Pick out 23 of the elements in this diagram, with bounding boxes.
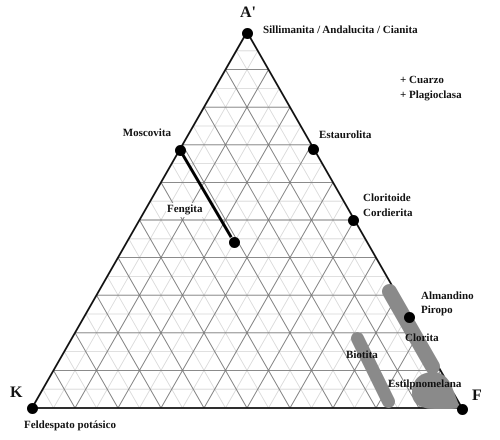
- vertex-label: A': [240, 3, 256, 23]
- mineral-label: Almandino: [421, 290, 474, 304]
- mineral-label: Estaurolita: [319, 129, 372, 143]
- vertex-label: K: [10, 383, 22, 403]
- mineral-label: Biotita: [346, 349, 379, 363]
- mineral-label: Feldespato potásico: [24, 419, 116, 433]
- point-marker: [228, 236, 240, 248]
- mineral-label: Moscovita: [122, 127, 171, 141]
- tie-line: [182, 154, 232, 238]
- vertex-label: F: [472, 386, 482, 406]
- point-marker: [26, 402, 38, 414]
- point-marker: [456, 404, 468, 414]
- point-marker: [242, 28, 252, 38]
- point-marker: [348, 214, 358, 226]
- mineral-label: Cloritoide: [363, 192, 411, 206]
- edge-label: Fengita: [166, 203, 204, 217]
- mineral-label: Sillimanita / Andalucita / Cianita: [263, 24, 418, 38]
- point-marker: [308, 144, 318, 154]
- point-marker: [174, 144, 186, 156]
- mineral-label: Cordierita: [363, 207, 412, 221]
- mineral-label: Piropo: [421, 304, 453, 318]
- note-text: + Cuarzo: [400, 74, 444, 88]
- note-text: + Plagioclasa: [400, 89, 462, 103]
